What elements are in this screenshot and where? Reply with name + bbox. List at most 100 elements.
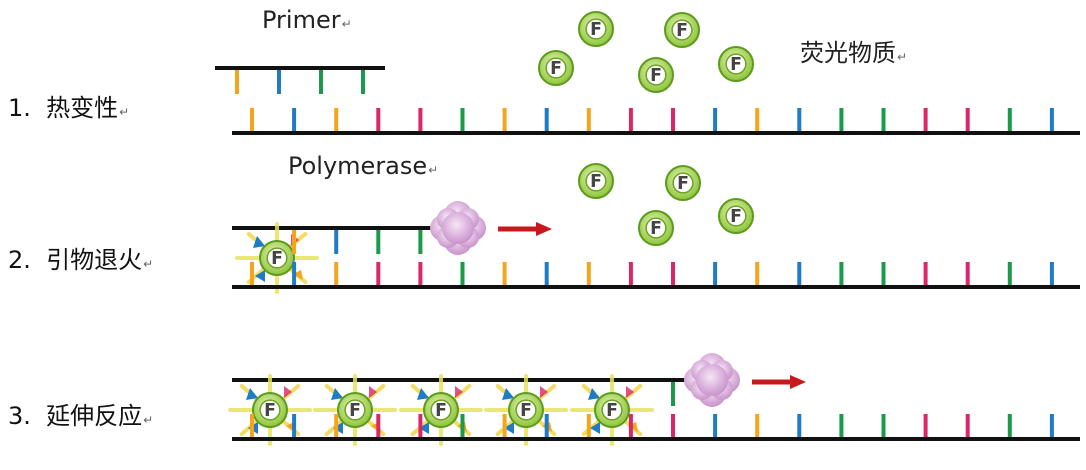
fluorophore-core [259, 399, 281, 421]
step1-primer-bases [235, 70, 365, 94]
step2-label: 2. 引物退火↵ [8, 240, 153, 275]
paragraph-mark: ↵ [897, 50, 908, 64]
fluorophore-letter: F [730, 55, 742, 75]
burst-wedge [369, 386, 377, 398]
polymerase-text: Polymerase [288, 152, 428, 180]
step3-template-bases [250, 414, 1054, 438]
burst-wedge [255, 270, 265, 282]
fluorophore-core [645, 64, 667, 86]
step3-polymerase [684, 353, 740, 407]
fluor-burst: F [235, 222, 319, 294]
fluor-burst: F [484, 374, 568, 446]
burst-wedge [455, 386, 463, 398]
fluorophore-core [515, 399, 537, 421]
fluorophore-letter: F [730, 207, 742, 227]
step2-polymerase [430, 201, 486, 255]
fluorophore: F [337, 392, 373, 428]
step2-template-bases [250, 262, 1054, 286]
fluorescent-text: 荧光物质 [800, 39, 896, 67]
fluor-burst: F [313, 374, 397, 446]
fluorophore-core [585, 170, 607, 192]
fluorophore-letter: F [520, 401, 532, 421]
burst-wedge [419, 422, 429, 434]
fluorophore-letter: F [349, 401, 361, 421]
step3-number: 3. [8, 402, 31, 430]
fluorophore-core [266, 247, 288, 269]
fluorophore-letter: F [590, 172, 602, 192]
fluorophore: F [578, 11, 614, 47]
step2-free-fluorophores: F F F F [578, 163, 754, 246]
fluorophore-core [671, 19, 693, 41]
burst-wedge [626, 386, 634, 398]
fluorophore-letter: F [676, 21, 688, 41]
fluorophore-letter: F [264, 401, 276, 421]
burst-wedge [502, 388, 514, 400]
fluorophore: F [508, 392, 544, 428]
fluorophore-letter: F [650, 219, 662, 239]
polymerase-center [696, 364, 728, 396]
step1-title: 热变性 [46, 94, 119, 122]
fluorophore-core [645, 217, 667, 239]
step1-label: 1. 热变性↵ [8, 88, 129, 123]
arrow-head [790, 375, 806, 389]
burst-wedge [628, 422, 638, 432]
fluorophore: F [664, 12, 700, 48]
fluor-burst: F [228, 374, 312, 446]
fluorophore-core [585, 18, 607, 40]
fluorophore-core [430, 399, 452, 421]
fluorophore-core [725, 53, 747, 75]
burst-wedge [331, 388, 343, 400]
fluorophore: F [638, 210, 674, 246]
fluorophore: F [538, 50, 574, 86]
burst-wedge [504, 422, 514, 434]
fluorophore: F [259, 240, 295, 276]
fluorophore-letter: F [677, 174, 689, 194]
arrow-head [536, 222, 552, 236]
step2-number: 2. [8, 246, 31, 274]
fluorophore-letter: F [590, 20, 602, 40]
burst-wedge [253, 236, 265, 248]
burst-wedge [293, 270, 303, 280]
fluorophore: F [718, 198, 754, 234]
fluorophore-letter: F [435, 401, 447, 421]
paragraph-mark: ↵ [143, 413, 154, 427]
burst-wedge [284, 386, 292, 398]
primer-label: Primer↵ [262, 6, 352, 34]
step3-direction-arrow [752, 375, 806, 389]
fluorophore: F [665, 165, 701, 201]
paragraph-mark: ↵ [428, 163, 439, 177]
step2-group: F F F F F [232, 163, 1080, 294]
fluorophore-core [672, 172, 694, 194]
fluorescent-label: 荧光物质↵ [800, 33, 907, 68]
fluorophore: F [718, 46, 754, 82]
burst-wedge [246, 388, 258, 400]
paragraph-mark: ↵ [143, 257, 154, 271]
fluorophore: F [252, 392, 288, 428]
burst-wedge [540, 386, 548, 398]
fluorophore: F [638, 57, 674, 93]
fluorophore-letter: F [650, 66, 662, 86]
fluor-burst: F [399, 374, 483, 446]
fluorophore: F [423, 392, 459, 428]
step2-title: 引物退火 [46, 246, 143, 274]
step2-primer-bases [292, 230, 423, 254]
fluorophore: F [578, 163, 614, 199]
fluorophore-core [344, 399, 366, 421]
step3-label: 3. 延伸反应↵ [8, 396, 153, 431]
burst-wedge [417, 388, 429, 400]
step2-direction-arrow [498, 222, 552, 236]
step2-bound-probes: F [235, 222, 319, 294]
step3-title: 延伸反应 [46, 402, 143, 430]
fluorophore-letter: F [606, 401, 618, 421]
step1-number: 1. [8, 94, 31, 122]
polymerase-center [442, 212, 474, 244]
burst-wedge [588, 388, 600, 400]
step1-template-bases [250, 108, 1054, 132]
polymerase-blob [430, 201, 486, 255]
primer-text: Primer [262, 6, 341, 34]
